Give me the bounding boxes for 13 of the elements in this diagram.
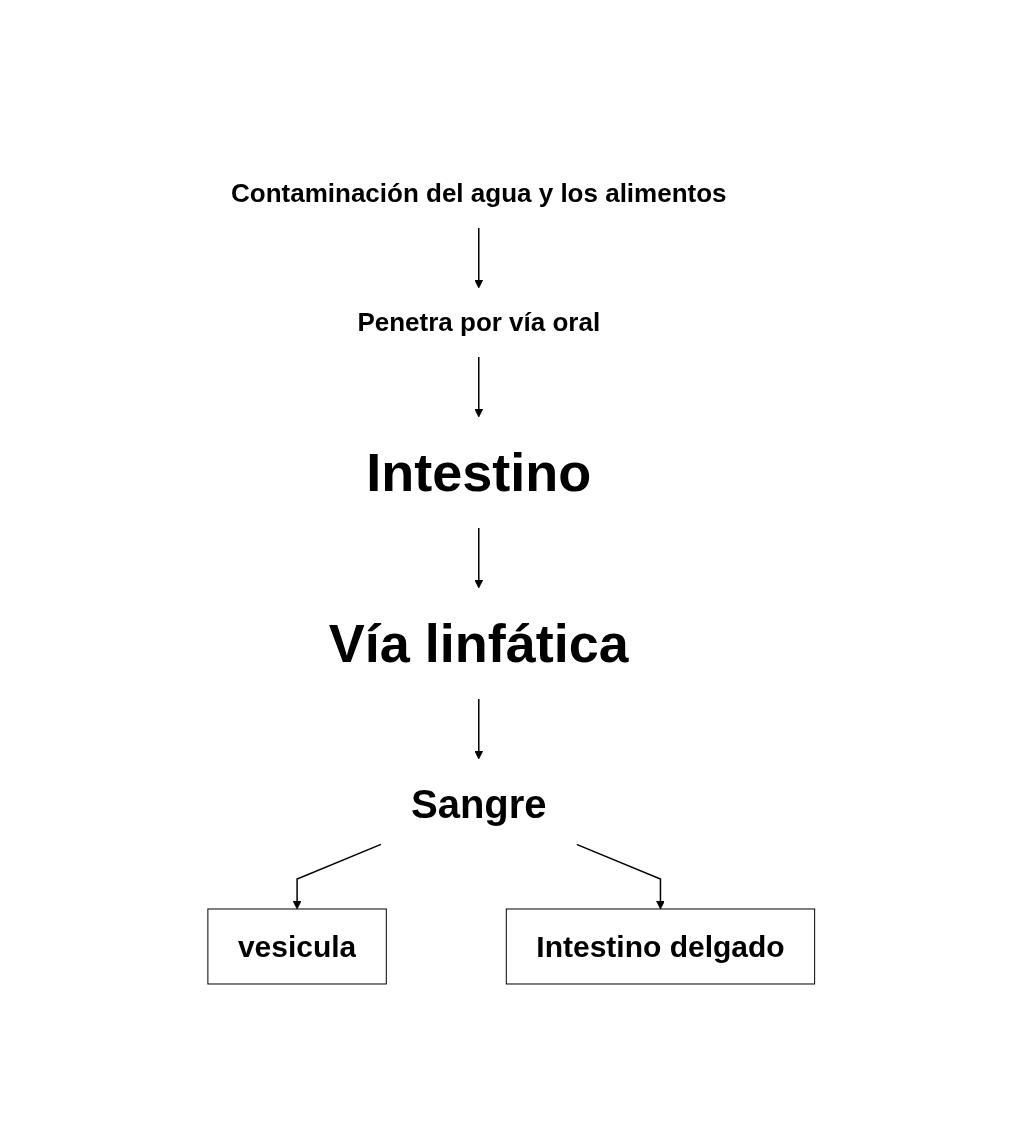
- arrow: [474, 526, 483, 588]
- node-text: Vía linfática: [328, 612, 629, 673]
- arrow: [474, 697, 483, 759]
- node-text: Intestino: [365, 441, 591, 502]
- node-box: vesicula: [207, 908, 387, 984]
- node-text: Penetra por vía oral: [357, 306, 600, 337]
- arrow: [292, 843, 382, 909]
- arrow: [474, 355, 483, 417]
- arrow: [575, 843, 665, 909]
- node-text: Sangre: [410, 781, 547, 826]
- arrow: [474, 226, 483, 288]
- node-box: Intestino delgado: [505, 908, 815, 984]
- node-text: Contaminación del agua y los alimentos: [230, 177, 727, 208]
